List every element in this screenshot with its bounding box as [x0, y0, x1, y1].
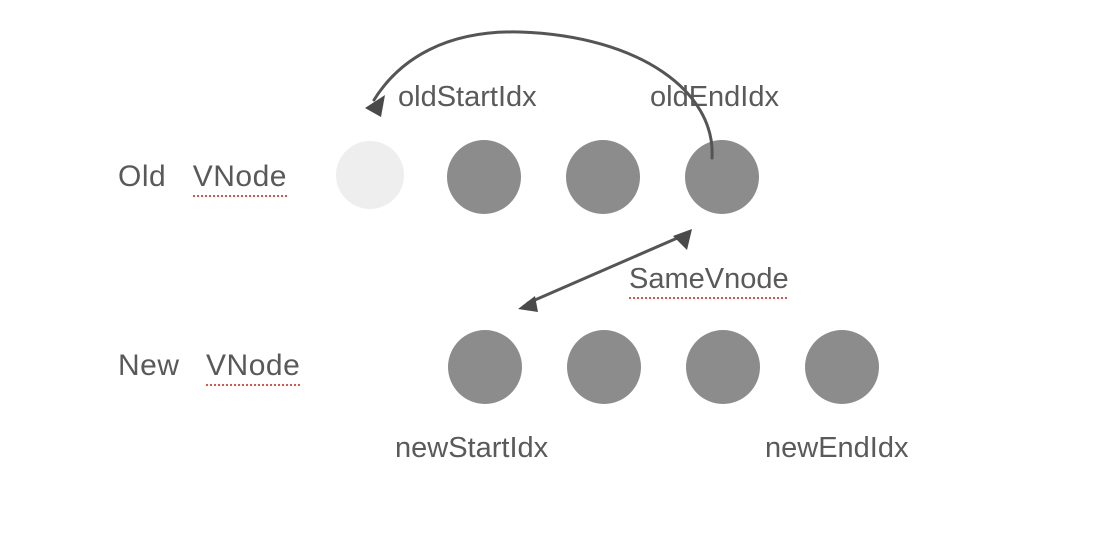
- new-node-1: [448, 330, 522, 404]
- old-node-2: [447, 140, 521, 214]
- new-node-4: [805, 330, 879, 404]
- new-vnode-label-prefix: New: [118, 349, 180, 382]
- new-end-idx-label: newEndIdx: [765, 432, 909, 464]
- old-vnode-label-word: VNode: [192, 160, 288, 197]
- new-start-idx-label: newStartIdx: [395, 432, 549, 464]
- new-vnode-row-label: New VNode: [118, 349, 301, 386]
- old-end-idx-label: oldEndIdx: [650, 81, 779, 113]
- same-vnode-label: SameVnode: [629, 263, 789, 299]
- old-node-1: [336, 141, 404, 209]
- old-node-4: [685, 140, 759, 214]
- same-vnode-label-text: SameVnode: [629, 263, 789, 299]
- old-vnode-label-prefix: Old: [118, 160, 167, 193]
- new-node-2: [567, 330, 641, 404]
- old-vnode-row-label: Old VNode: [118, 160, 288, 197]
- old-node-3: [566, 140, 640, 214]
- new-node-3: [686, 330, 760, 404]
- old-start-idx-label: oldStartIdx: [398, 81, 537, 113]
- new-vnode-label-word: VNode: [206, 349, 301, 386]
